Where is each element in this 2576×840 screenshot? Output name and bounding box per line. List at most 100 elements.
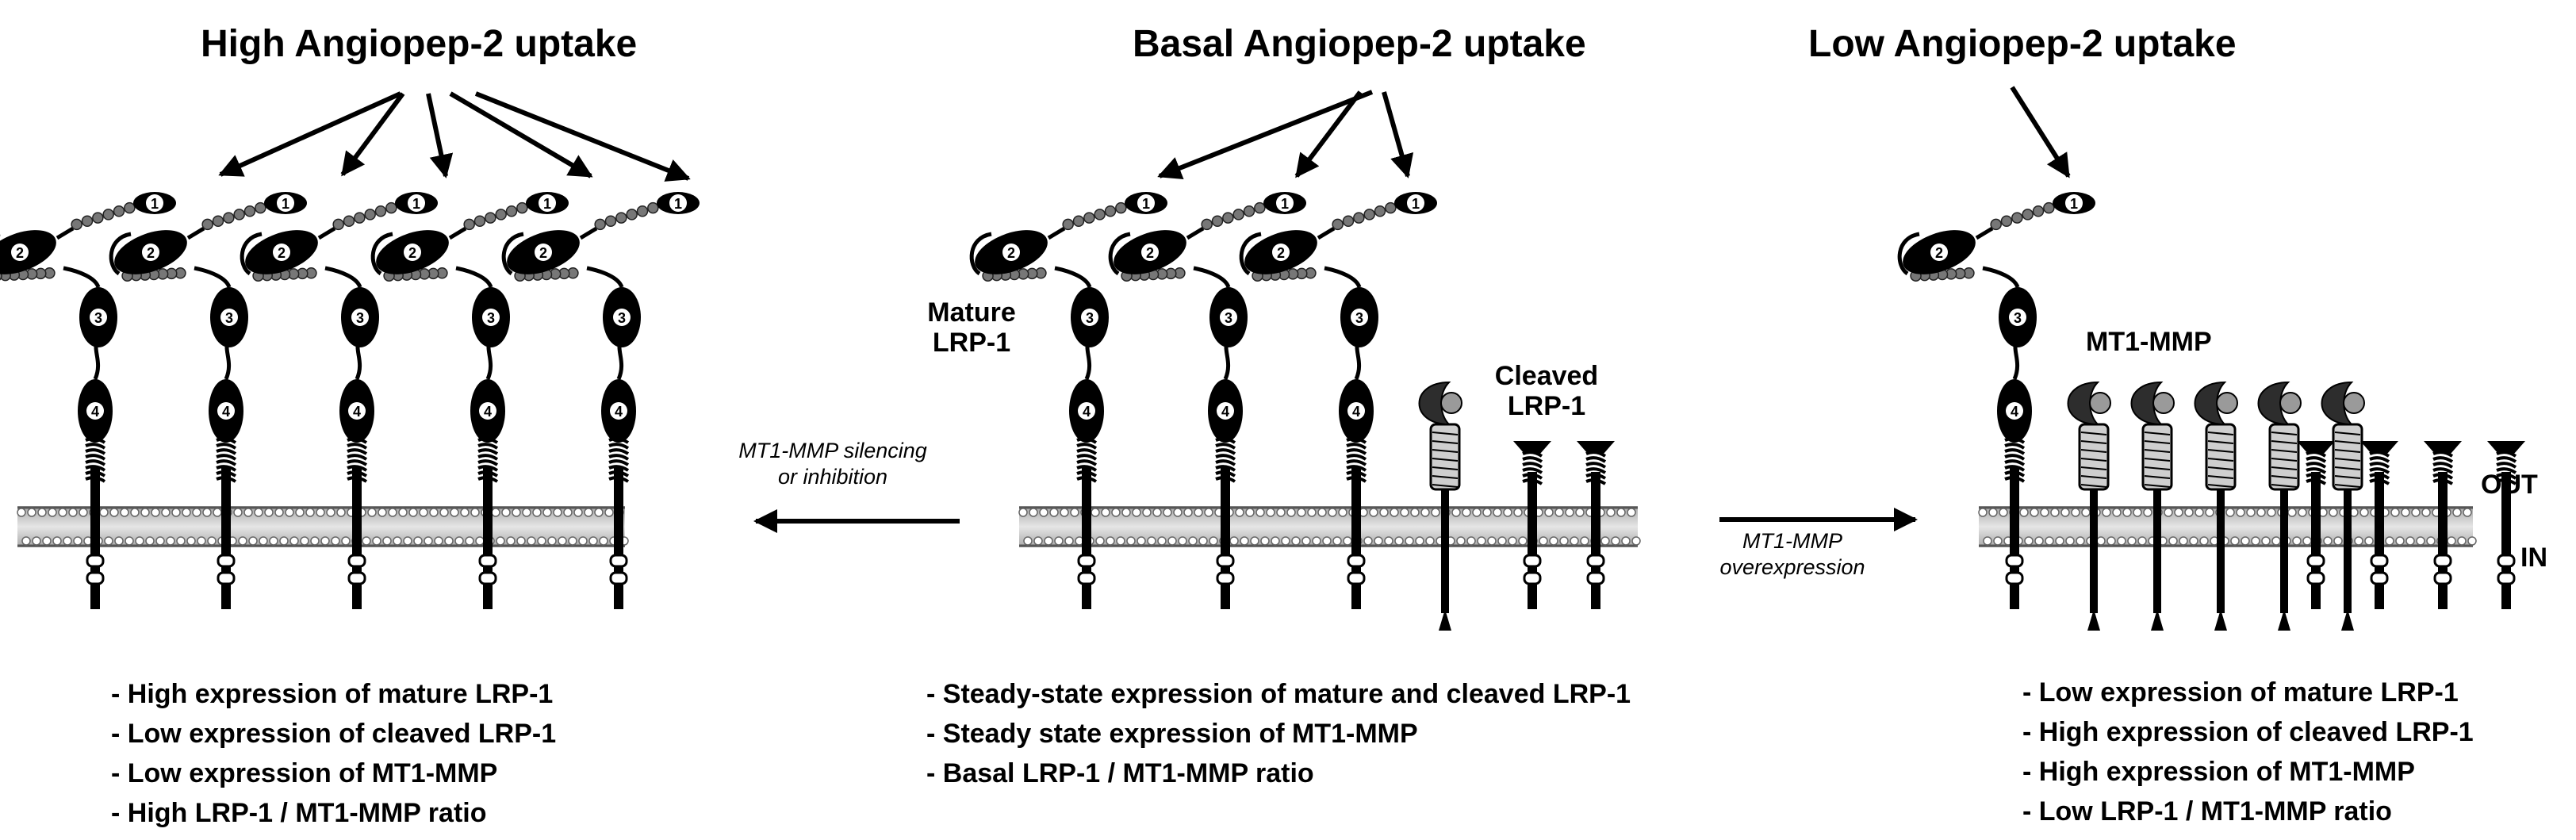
lipid-head [1209,536,1218,546]
lipid-head [501,508,511,517]
mmp-stripe [2144,466,2171,470]
lipid-head [393,536,402,546]
cytoplasmic-ring [2005,554,2024,568]
domain-4-number: 4 [484,404,492,420]
cytoplasmic-ring [1586,554,1605,568]
lipid-head [310,536,320,546]
lipid-head [1178,536,1187,546]
linker-bead [1232,209,1244,221]
lipid-head [2251,536,2260,546]
lipid-head [465,536,474,546]
lipid-head [1611,536,1620,546]
list-item: - Steady state expression of MT1-MMP [926,719,1418,749]
lipid-head [32,536,41,546]
domain-3-number: 3 [225,310,233,326]
angiopep2-arrow [426,93,454,178]
lipid-head [532,508,542,517]
linker-bead [505,205,518,217]
lipid-head [269,536,278,546]
angiopep2-arrow [1157,90,1374,180]
linker-bead [92,212,104,224]
lipid-head [289,536,299,546]
lipid-head [1513,508,1523,517]
lipid-head [444,536,454,546]
domain-3-badge [482,309,500,326]
linker-bead [647,201,659,214]
domain-3-badge [220,309,238,326]
domain-3-number: 3 [487,310,495,326]
mmp-stripe [2080,475,2107,479]
lipid-head [1631,536,1641,546]
linker-bead [1083,212,1095,224]
lipid-head [2246,508,2256,517]
transmembrane-stem [2311,472,2321,609]
lipid-head [145,536,155,546]
lipid-head [1343,536,1352,546]
mmp-tail [2214,609,2227,631]
domain-2-number: 2 [539,245,547,261]
domain-1-number: 1 [1281,196,1289,212]
cytoplasmic-ring [2433,571,2452,585]
cytoplasmic-ring [2005,571,2024,585]
domain-2-number: 2 [1935,245,1943,261]
lipid-head [2241,536,2250,546]
linker-bead [223,212,235,224]
mmp-zinc-site [1440,392,1462,414]
lipid-head [2390,508,2400,517]
lipid-head [52,536,62,546]
lipid-head [254,508,263,517]
mmp-stripe [1432,449,1459,453]
linker-bead [124,201,136,214]
mmp-stripe [2271,466,2298,470]
linker-bead [233,209,245,221]
mmp-stripe [2207,440,2234,444]
lipid-head [99,508,109,517]
linker-bead [1115,201,1127,214]
lipid-head [2267,508,2276,517]
lipid-head [1394,536,1404,546]
mmp-stripe [2207,484,2234,488]
transmembrane-stem [90,468,100,609]
domain-4-number: 4 [353,404,361,420]
linker-bead [71,218,82,231]
lipid-head [378,508,387,517]
lipid-head [1451,508,1461,517]
domain-3-number: 3 [1355,310,1363,326]
arrow-label-silencing-line1: MT1-MMP silencing [738,439,927,462]
lipid-head [2071,508,2080,517]
lipid-head [1575,508,1585,517]
list-basal-uptake: - Steady-state expression of mature and … [926,674,1631,793]
transmembrane-stem [1082,468,1091,609]
domain-1-badge [277,194,294,212]
lipid-head [537,536,546,546]
domain-1-number: 1 [412,196,420,212]
lipid-head [491,508,500,517]
transmembrane-stem [2438,472,2448,609]
lipid-head [316,508,325,517]
mmp-stripe [2271,484,2298,488]
mmp-stripe [2080,484,2107,488]
lipid-head [2117,536,2126,546]
lipid-head [176,536,186,546]
lipid-head [1044,536,1053,546]
lipid-head [1198,536,1208,546]
lipid-head [2076,536,2085,546]
lipid-head [243,508,253,517]
mt1-mmp-protein [2067,381,2111,631]
mmp-stripe [2080,440,2107,444]
receptor-linker [240,232,263,276]
lipid-head [2298,508,2307,517]
mt1-mmp-protein [2130,381,2175,631]
cell-membrane [1978,506,2477,547]
lipid-head [2050,508,2060,517]
mmp-stalk [2344,474,2352,613]
lipid-head [1049,508,1059,517]
lipid-head [135,536,144,546]
linker-bead [516,201,528,214]
receptor-linker [1982,266,2020,289]
lipid-head [1167,536,1177,546]
linker-bead [626,209,638,221]
